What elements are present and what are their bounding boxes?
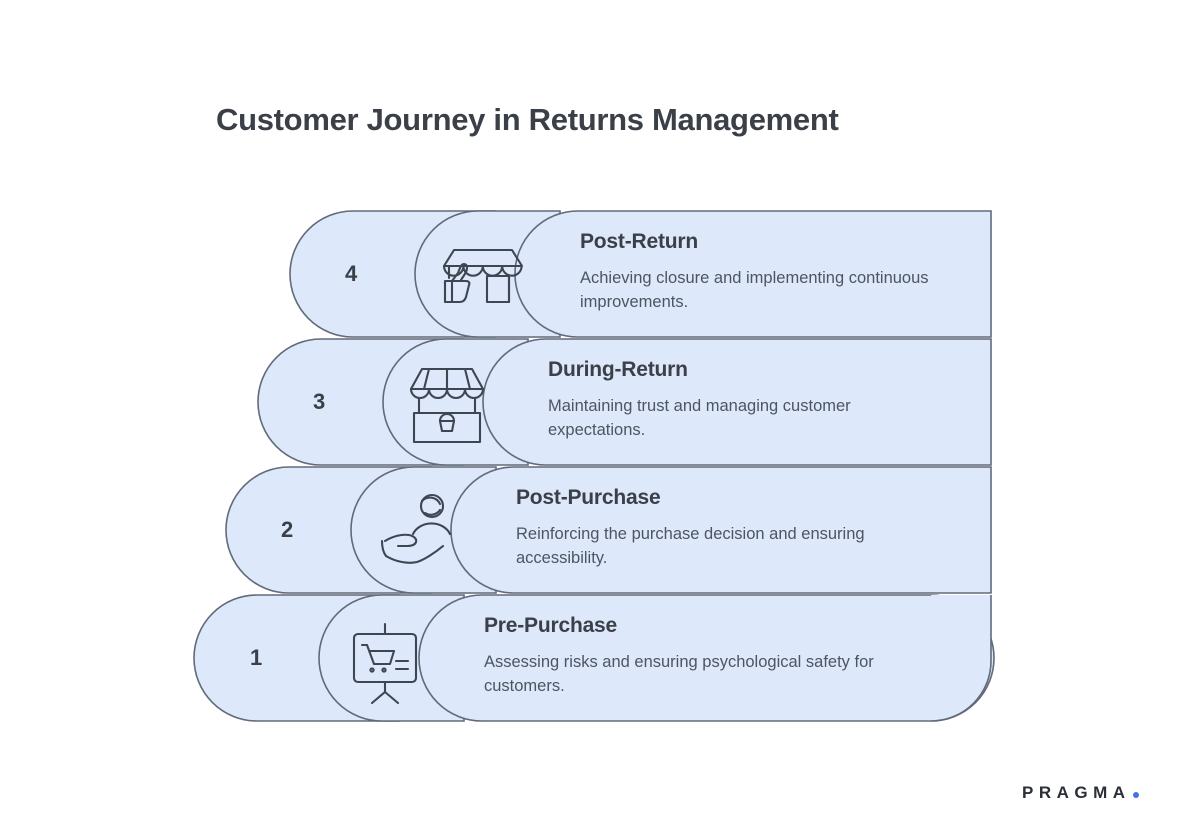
brand-logo: PRAGMA bbox=[1022, 783, 1139, 803]
step-description-2: Reinforcing the purchase decision and en… bbox=[516, 525, 865, 568]
step-number-2: 2 bbox=[281, 517, 294, 542]
market-stall-basket-icon bbox=[409, 367, 485, 444]
step-number-3: 3 bbox=[313, 389, 326, 414]
step-text-1: Pre-Purchase Assessing risks and ensurin… bbox=[484, 614, 884, 699]
step-heading-4: Post-Return bbox=[580, 230, 698, 253]
step-description-3: Maintaining trust and managing customer … bbox=[548, 397, 851, 440]
step-text-2: Post-Purchase Reinforcing the purchase d… bbox=[516, 486, 916, 571]
presentation-board-cart-icon bbox=[352, 622, 418, 705]
step-description-4: Achieving closure and implementing conti… bbox=[580, 269, 929, 312]
step-text-3: During-Return Maintaining trust and mana… bbox=[548, 358, 948, 443]
hand-holding-person-icon bbox=[380, 493, 452, 564]
brand-name: PRAGMA bbox=[1022, 783, 1131, 802]
brand-dot-icon bbox=[1132, 792, 1139, 798]
storefront-thumbs-up-icon bbox=[442, 248, 524, 304]
step-description-1: Assessing risks and ensuring psychologic… bbox=[484, 653, 874, 696]
step-heading-1: Pre-Purchase bbox=[484, 614, 618, 637]
step-number-4: 4 bbox=[345, 261, 358, 286]
step-text-4: Post-Return Achieving closure and implem… bbox=[580, 230, 980, 315]
step-heading-2: Post-Purchase bbox=[516, 486, 661, 509]
step-number-1: 1 bbox=[250, 645, 263, 670]
page-title: Customer Journey in Returns Management bbox=[216, 102, 839, 137]
step-heading-3: During-Return bbox=[548, 358, 688, 381]
